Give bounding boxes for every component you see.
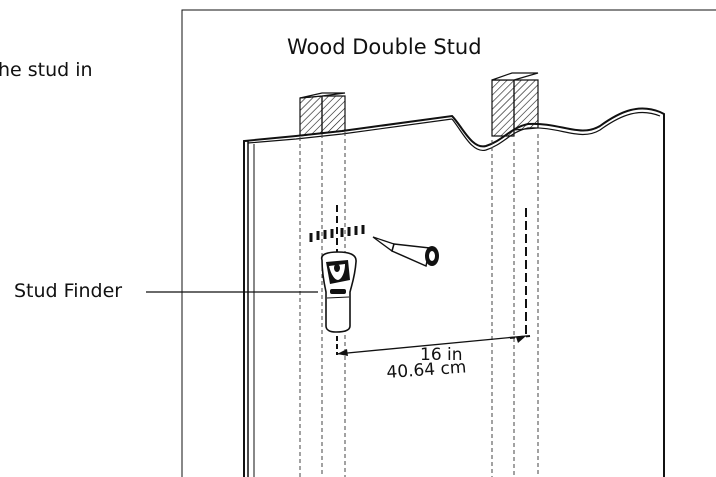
left-double-stud bbox=[299, 92, 346, 477]
intro-text: he stud in bbox=[0, 59, 93, 81]
wall-panel bbox=[243, 107, 665, 477]
stud-center-marks bbox=[309, 205, 527, 337]
stud-finder-device bbox=[320, 251, 357, 333]
pencil-icon bbox=[372, 236, 439, 268]
figure-frame bbox=[181, 9, 716, 477]
right-double-stud bbox=[491, 72, 539, 477]
diagram-title: Wood Double Stud bbox=[287, 35, 482, 59]
stud-finder-label: Stud Finder bbox=[14, 280, 123, 302]
dimension-inch-label: 16 in bbox=[420, 345, 463, 365]
dimension-line bbox=[336, 335, 531, 356]
